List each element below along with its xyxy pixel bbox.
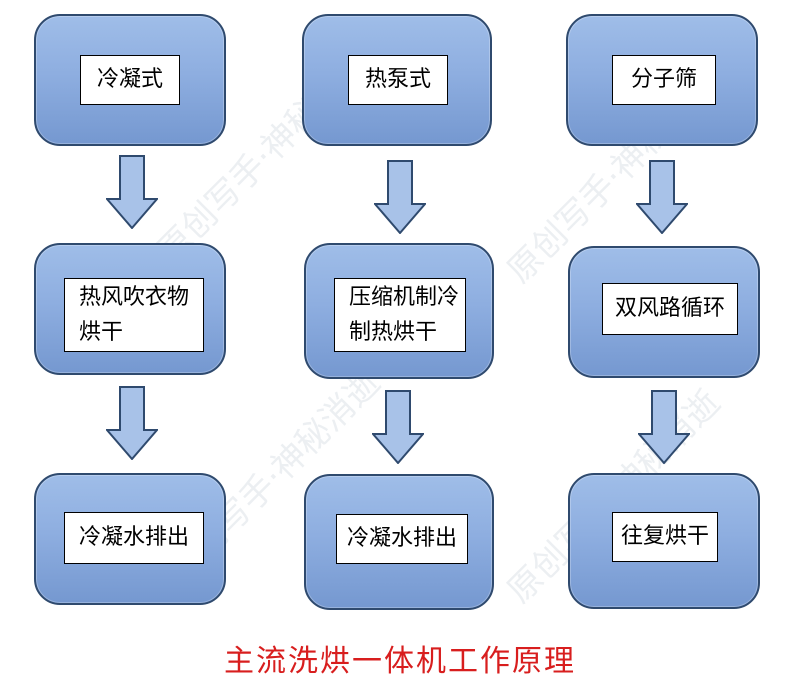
down-arrow-icon — [106, 155, 158, 229]
label-hot-air-drying: 热风吹衣物 烘干 — [64, 278, 204, 352]
label-molecular-sieve: 分子筛 — [612, 55, 716, 105]
label-condenser-type: 冷凝式 — [80, 55, 180, 105]
down-arrow-icon — [106, 386, 158, 460]
label-line: 烘干 — [79, 320, 124, 345]
label-line: 制热烘干 — [349, 320, 438, 345]
label-line: 热风吹衣物 — [79, 284, 190, 310]
label-line: 压缩机制冷 — [349, 284, 460, 310]
down-arrow-icon — [636, 160, 688, 234]
down-arrow-icon — [638, 390, 690, 464]
label-heat-pump-type: 热泵式 — [348, 55, 448, 105]
label-compressor-drying: 压缩机制冷 制热烘干 — [334, 278, 466, 352]
label-reciprocating-drying: 往复烘干 — [612, 512, 718, 562]
label-condensate-drain-1: 冷凝水排出 — [64, 512, 204, 564]
down-arrow-icon — [374, 160, 426, 234]
diagram-title: 主流洗烘一体机工作原理 — [224, 644, 576, 679]
label-dual-air-circulation: 双风路循环 — [602, 283, 738, 335]
down-arrow-icon — [372, 390, 424, 464]
label-condensate-drain-2: 冷凝水排出 — [336, 514, 468, 564]
